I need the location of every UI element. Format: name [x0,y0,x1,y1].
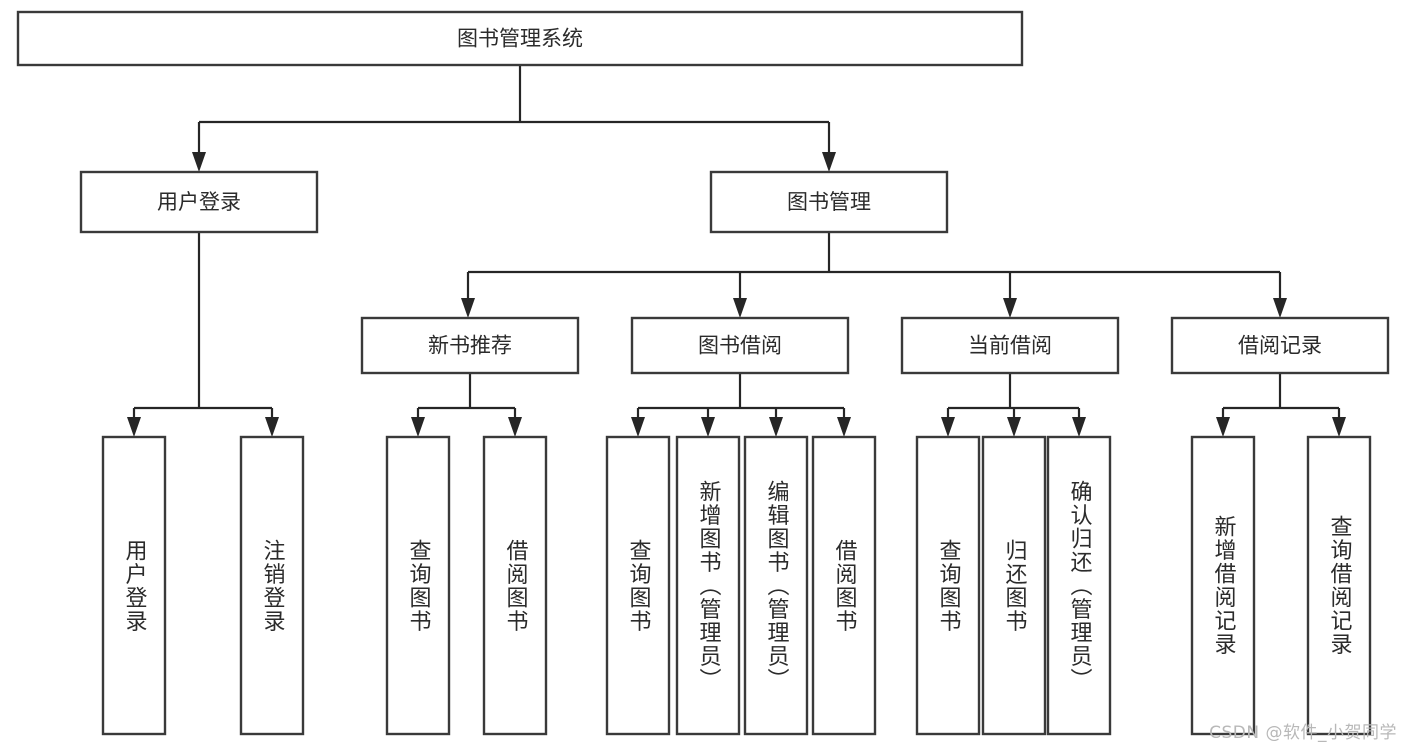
arrow-head-icon [733,298,747,318]
arrow-head-icon [461,298,475,318]
arrow-head-icon [837,417,851,437]
arrow-head-icon [1332,417,1346,437]
arrow-head-icon [1216,417,1230,437]
node-label-new-book-recommend: 新书推荐 [428,334,512,358]
arrow-head-icon [127,417,141,437]
node-label-book-management: 图书管理 [787,190,871,214]
arrow-head-icon [265,417,279,437]
node-box-user-login[interactable] [79,170,319,234]
node-label-borrow-record: 借阅记录 [1238,334,1322,358]
arrow-head-icon [822,152,836,172]
arrow-head-icon [1072,417,1086,437]
arrow-head-icon [192,152,206,172]
node-box-borrow-record[interactable] [1170,316,1390,375]
arrow-head-icon [941,417,955,437]
arrow-head-icon [1003,298,1017,318]
node-box-book-management[interactable] [709,170,949,234]
root-node-box[interactable] [16,10,1024,67]
node-box-current-borrow[interactable] [900,316,1120,375]
leaf-box-leaf-edit-book[interactable] [743,435,809,736]
leaf-box-leaf-add-book[interactable] [675,435,741,736]
root-node-label: 图书管理系统 [457,27,583,51]
leaf-box-leaf-add-record[interactable] [1190,435,1256,736]
leaf-box-leaf-borrow-book-1[interactable] [482,435,548,736]
arrow-head-icon [1273,298,1287,318]
arrow-head-icon [508,417,522,437]
leaf-box-leaf-query-record[interactable] [1306,435,1372,736]
leaf-box-leaf-query-book-2[interactable] [605,435,671,736]
leaf-box-leaf-borrow-book-2[interactable] [811,435,877,736]
connectors-layer [127,65,1346,437]
watermark-text: CSDN @软件_小贺同学 [1209,723,1397,743]
node-label-book-borrow: 图书借阅 [698,334,782,358]
leaf-box-leaf-return-book[interactable] [981,435,1047,736]
leaf-box-leaf-query-book-1[interactable] [385,435,451,736]
node-box-book-borrow[interactable] [630,316,850,375]
arrow-head-icon [1007,417,1021,437]
arrow-head-icon [631,417,645,437]
node-label-current-borrow: 当前借阅 [968,334,1052,358]
leaf-box-leaf-user-login[interactable] [101,435,167,736]
leaf-box-leaf-logout[interactable] [239,435,305,736]
node-box-new-book-recommend[interactable] [360,316,580,375]
arrow-head-icon [411,417,425,437]
node-label-user-login: 用户登录 [157,190,241,214]
arrow-head-icon [769,417,783,437]
leaf-box-leaf-query-book-3[interactable] [915,435,981,736]
leaf-box-leaf-confirm-return[interactable] [1046,435,1112,736]
arrow-head-icon [701,417,715,437]
